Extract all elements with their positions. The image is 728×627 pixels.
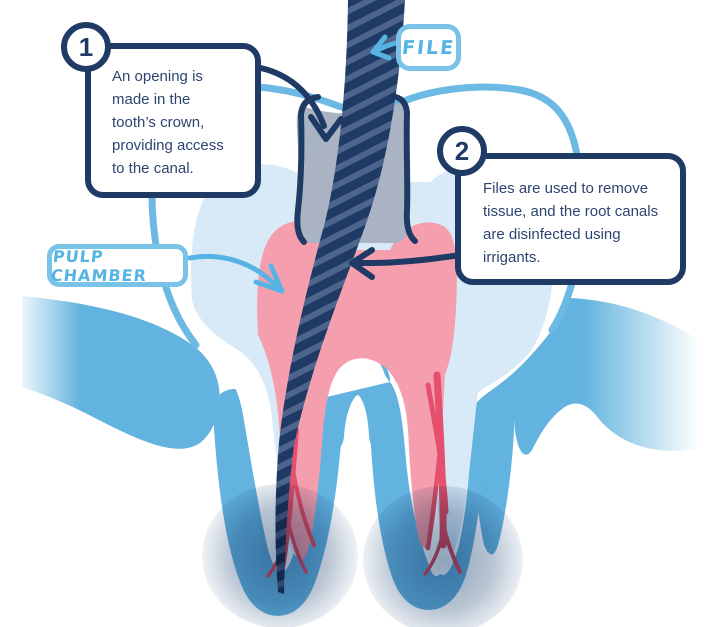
callout-1-number-badge: 1 bbox=[61, 22, 111, 72]
small-arrow-left-icon bbox=[370, 34, 399, 61]
pulp-chamber-tag: PULP CHAMBER bbox=[47, 244, 188, 287]
inflammation-glow-right bbox=[363, 486, 523, 627]
callout-2-number-badge: 2 bbox=[437, 126, 487, 176]
file-tag-label: FILE bbox=[400, 36, 457, 59]
callout-2-box: Files are used to remove tissue, and the… bbox=[455, 153, 686, 285]
pulp-chamber-tag-label: PULP CHAMBER bbox=[50, 246, 148, 285]
gum-band-right bbox=[512, 297, 702, 455]
callout-1-text: An opening is made in the tooth’s crown,… bbox=[112, 68, 224, 177]
callout-1-box: An opening is made in the tooth’s crown,… bbox=[85, 43, 261, 198]
callout-2-text: Files are used to remove tissue, and the… bbox=[483, 180, 659, 266]
callout-1-number: 1 bbox=[78, 31, 94, 62]
endodontic-file bbox=[275, 0, 405, 594]
gum-band-left bbox=[22, 296, 220, 449]
callout-2-number: 2 bbox=[454, 135, 470, 166]
inflammation-glow-left bbox=[202, 484, 358, 627]
access-opening-outline bbox=[294, 93, 418, 245]
small-arrow-right-icon bbox=[187, 254, 285, 294]
file-tag: FILE bbox=[396, 24, 461, 71]
